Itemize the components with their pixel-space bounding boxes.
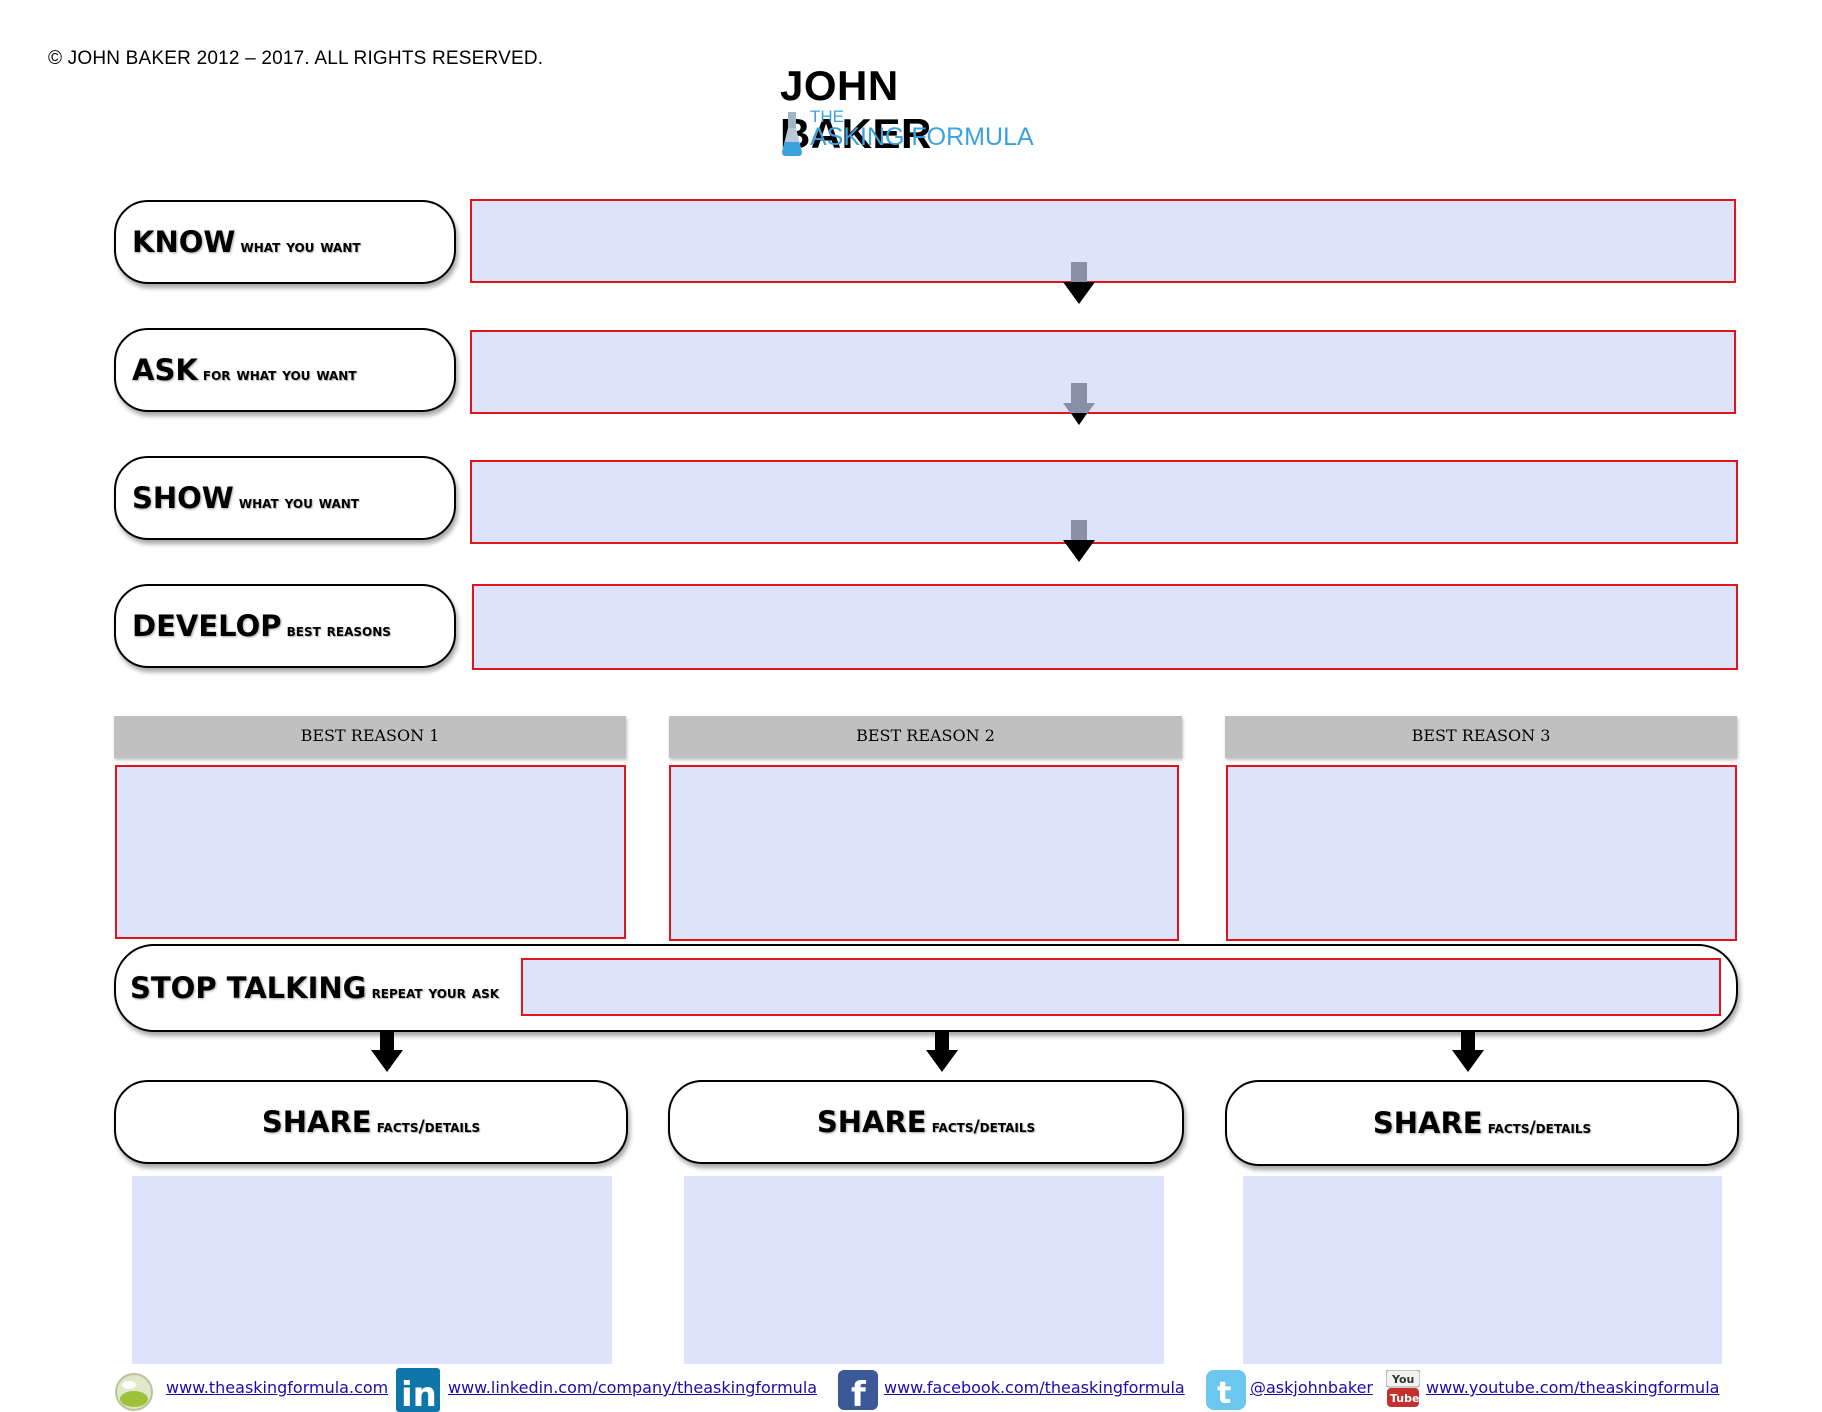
globe-icon xyxy=(115,1373,153,1411)
step-main: KNOW xyxy=(132,225,236,259)
share-1-label: SHARE facts/details xyxy=(114,1080,628,1164)
step-sub: what you want xyxy=(240,237,361,257)
brand-name: JOHN BAKER xyxy=(780,62,932,157)
arrow-down-icon xyxy=(1063,262,1095,304)
share-2-label: SHARE facts/details xyxy=(668,1080,1184,1164)
step-show-label: SHOW what you want xyxy=(114,456,456,540)
step-sub: best reasons xyxy=(286,621,391,641)
best-reason-3-input[interactable] xyxy=(1226,765,1737,941)
brand-formula: ASKING FORMULA xyxy=(810,123,1034,151)
best-reason-3-header: BEST REASON 3 xyxy=(1225,716,1737,758)
svg-text:Tube: Tube xyxy=(1390,1392,1419,1405)
stop-sub: repeat your ask xyxy=(371,983,500,1003)
share-1-input[interactable] xyxy=(132,1176,612,1364)
best-reason-2-input[interactable] xyxy=(669,765,1179,941)
twitter-icon: t xyxy=(1206,1370,1246,1410)
website-link[interactable]: www.theaskingformula.com xyxy=(166,1378,389,1397)
svg-text:in: in xyxy=(401,1375,437,1412)
step-develop-label: DEVELOP best reasons xyxy=(114,584,456,668)
ask-input[interactable] xyxy=(470,330,1736,414)
youtube-icon: You Tube xyxy=(1386,1370,1420,1407)
brand-tagline: THE ASKING FORMULA xyxy=(810,108,1034,150)
repeat-ask-input[interactable] xyxy=(521,958,1721,1016)
linkedin-icon: in xyxy=(396,1368,440,1412)
show-input[interactable] xyxy=(470,460,1738,544)
share-sub: facts/details xyxy=(931,1117,1036,1137)
linkedin-link[interactable]: www.linkedin.com/company/theaskingformul… xyxy=(448,1378,818,1397)
know-input[interactable] xyxy=(470,199,1736,283)
share-2-input[interactable] xyxy=(684,1176,1164,1364)
facebook-icon: f xyxy=(838,1370,878,1410)
step-know-label: KNOW what you want xyxy=(114,200,456,284)
develop-input[interactable] xyxy=(472,584,1738,670)
share-sub: facts/details xyxy=(376,1117,481,1137)
arrow-down-icon xyxy=(926,1030,958,1072)
share-main: SHARE xyxy=(1372,1106,1483,1140)
svg-text:t: t xyxy=(1217,1376,1231,1410)
brand-the: THE xyxy=(810,107,844,126)
share-sub: facts/details xyxy=(1487,1118,1592,1138)
stop-main: STOP TALKING xyxy=(130,971,367,1005)
step-ask-label: ASK for what you want xyxy=(114,328,456,412)
share-main: SHARE xyxy=(261,1105,372,1139)
youtube-link[interactable]: www.youtube.com/theaskingformula xyxy=(1426,1378,1720,1397)
twitter-link[interactable]: @askjohnbaker xyxy=(1250,1378,1373,1397)
arrow-down-icon xyxy=(1063,383,1095,425)
copyright-notice: © JOHN BAKER 2012 – 2017. ALL RIGHTS RES… xyxy=(48,48,544,69)
share-3-label: SHARE facts/details xyxy=(1225,1080,1739,1166)
best-reason-2-header: BEST REASON 2 xyxy=(669,716,1182,758)
step-main: DEVELOP xyxy=(132,609,282,643)
svg-text:You: You xyxy=(1391,1373,1414,1386)
arrow-down-icon xyxy=(371,1030,403,1072)
flask-icon xyxy=(782,112,802,156)
step-sub: what you want xyxy=(238,493,359,513)
best-reason-1-header: BEST REASON 1 xyxy=(114,716,626,758)
arrow-down-icon xyxy=(1063,520,1095,562)
arrow-down-icon xyxy=(1452,1030,1484,1072)
share-main: SHARE xyxy=(816,1105,927,1139)
share-3-input[interactable] xyxy=(1243,1176,1722,1364)
svg-text:f: f xyxy=(851,1375,867,1410)
best-reason-1-input[interactable] xyxy=(115,765,626,939)
step-main: ASK xyxy=(132,353,198,387)
facebook-link[interactable]: www.facebook.com/theaskingformula xyxy=(884,1378,1185,1397)
step-sub: for what you want xyxy=(202,365,357,385)
step-main: SHOW xyxy=(132,481,234,515)
